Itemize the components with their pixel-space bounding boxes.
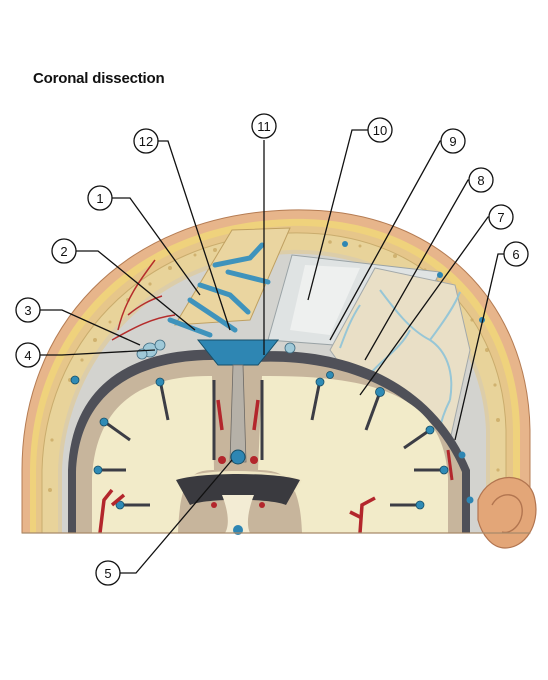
brain-section: [68, 349, 470, 533]
callout-5-label: 5: [104, 566, 111, 581]
callout-12-label: 12: [139, 134, 153, 149]
sagittal-sinus: [196, 339, 280, 465]
callout-8-label: 8: [477, 173, 484, 188]
callout-10: 10: [367, 117, 393, 143]
callout-4-label: 4: [24, 348, 31, 363]
callout-5: 5: [95, 560, 121, 586]
ear: [477, 477, 537, 549]
callout-3-label: 3: [24, 303, 31, 318]
diploic-veins: [167, 242, 271, 338]
callout-10-label: 10: [373, 123, 387, 138]
arachnoid-granulations: [136, 339, 296, 360]
callout-6: 6: [503, 241, 529, 267]
lateral-ventricles: [176, 474, 300, 535]
callout-6-label: 6: [512, 247, 519, 262]
dura-window: [174, 227, 471, 471]
sulci: [96, 379, 444, 507]
sulcal-veins: [70, 371, 449, 510]
callout-1-label: 1: [96, 191, 103, 206]
callout-3: 3: [15, 297, 41, 323]
callout-7: 7: [488, 204, 514, 230]
scalp-arteries: [111, 259, 176, 341]
callout-9-label: 9: [449, 134, 456, 149]
callout-9: 9: [440, 128, 466, 154]
callout-1: 1: [87, 185, 113, 211]
callout-2: 2: [51, 238, 77, 264]
callout-8: 8: [468, 167, 494, 193]
callout-2-label: 2: [60, 244, 67, 259]
figure-title: Coronal dissection: [33, 70, 165, 87]
callout-12: 12: [133, 128, 159, 154]
callout-11-label: 11: [257, 119, 271, 134]
callout-4: 4: [15, 342, 41, 368]
callout-11: 11: [251, 113, 277, 139]
callout-7-label: 7: [497, 210, 504, 225]
arteries: [98, 399, 376, 533]
